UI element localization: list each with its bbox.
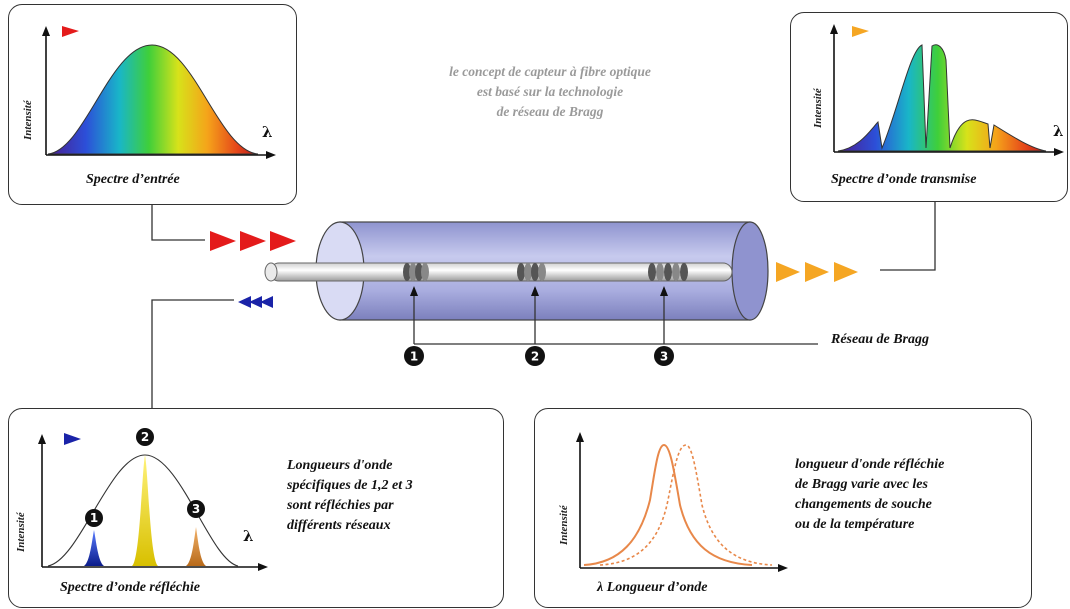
reflected-y-axis-arrow	[38, 434, 46, 444]
grating-2	[517, 263, 546, 281]
reflected-marker-1-text: 1	[90, 511, 98, 525]
reflected-peak-1	[84, 530, 104, 566]
transmitted-x-label: λ	[1053, 122, 1064, 140]
reflected-connector-line	[151, 299, 234, 408]
grating-pointers	[410, 286, 818, 345]
input-connector-line	[151, 205, 205, 241]
shift-desc-line-2: de Bragg varie avec les	[795, 477, 928, 492]
input-arrows	[210, 231, 296, 251]
concept-title: le concept de capteur à fibre optique es…	[395, 62, 705, 122]
wavelength-shift-chart: Intensité	[558, 432, 788, 572]
blue-flag-icon	[64, 433, 81, 445]
concept-title-line-2: est basé sur la technologie	[476, 84, 624, 99]
grating-1	[403, 263, 429, 281]
input-y-label: Intensité	[22, 99, 34, 141]
reflected-marker-2-text: 2	[141, 430, 149, 444]
reflected-desc-line-2: spécifiques de 1,2 et 3	[287, 478, 413, 493]
reflected-desc-line-1: Longueurs d'onde	[287, 458, 393, 473]
reflected-peak-3	[186, 527, 206, 566]
orange-flag-icon	[852, 26, 869, 37]
output-arrows	[776, 262, 858, 282]
reflected-desc-line-4: différents réseaux	[287, 518, 391, 533]
input-spectrum-chart: Intensité λ	[22, 26, 276, 159]
reflected-y-label: Intensité	[15, 511, 27, 553]
transmitted-spectrum-chart: Intensité λ	[812, 24, 1064, 156]
shift-desc-line-3: changements de souche	[795, 497, 932, 512]
fiber-core-tip	[264, 262, 278, 282]
shift-y-label: Intensité	[558, 504, 570, 546]
grating-markers: 1 2 3	[404, 346, 674, 366]
reflected-spectrum-chart: 1 2 3 Intensité λ	[15, 428, 268, 571]
reflected-arrow-3	[260, 296, 273, 308]
reflected-arrow-2	[249, 296, 262, 308]
shift-desc-line-4: ou de la température	[795, 517, 915, 532]
grating-marker-1-text: 1	[410, 350, 418, 364]
reflected-x-axis-arrow	[258, 563, 268, 571]
shift-description: longueur d'onde réfléchie de Bragg varie…	[795, 455, 1025, 535]
wavelength-shift-panel	[534, 408, 1032, 608]
reflected-marker-3-text: 3	[192, 502, 200, 516]
fiber-end-right	[731, 221, 769, 321]
output-connector-line	[880, 202, 936, 271]
shift-curve-original	[583, 443, 753, 566]
input-arrow-2	[240, 231, 266, 251]
grating-marker-3-text: 3	[660, 350, 668, 364]
concept-title-line-1: le concept de capteur à fibre optique	[449, 64, 651, 79]
output-arrow-2	[805, 262, 829, 282]
red-flag-icon	[62, 26, 79, 37]
shift-curve-shifted	[599, 444, 773, 566]
reflected-arrow-1	[238, 296, 251, 308]
output-arrow-1	[776, 262, 800, 282]
grating-3	[648, 263, 688, 281]
transmitted-spectrum-curve	[837, 44, 1047, 152]
grating-label: Réseau de Bragg	[831, 332, 929, 347]
concept-title-line-3: de réseau de Bragg	[496, 104, 604, 119]
reflected-spectrum-panel	[8, 408, 504, 608]
reflected-peak-2	[132, 455, 158, 566]
input-spectrum-curve	[47, 44, 259, 155]
reflected-marker-1	[85, 509, 103, 527]
input-x-axis-arrow	[266, 151, 276, 159]
reflected-arrows	[238, 296, 273, 308]
input-y-axis-arrow	[42, 26, 50, 36]
reflected-x-label: λ	[243, 527, 254, 545]
input-x-label: λ	[262, 123, 273, 141]
pointer-2-arrow	[531, 286, 539, 296]
transmitted-y-label: Intensité	[812, 87, 824, 129]
grating-marker-3	[654, 346, 674, 366]
output-arrow-3	[834, 262, 858, 282]
reflected-marker-2	[136, 428, 154, 446]
transmitted-x-axis-arrow	[1054, 148, 1064, 156]
reflected-desc-line-3: sont réfléchies par	[287, 498, 394, 513]
grating-marker-1	[404, 346, 424, 366]
reflected-description: Longueurs d'onde spécifiques de 1,2 et 3…	[287, 456, 497, 536]
reflected-caption: Spectre d’onde réfléchie	[60, 580, 200, 595]
pointer-3-arrow	[660, 286, 668, 296]
input-caption: Spectre d’entrée	[86, 172, 180, 187]
shift-caption: λ Longueur d’onde	[597, 580, 708, 595]
shift-x-axis-arrow	[778, 564, 788, 572]
reflected-marker-3	[187, 500, 205, 518]
transmitted-y-axis-arrow	[830, 24, 838, 34]
optical-fiber	[264, 221, 769, 321]
grating-marker-2	[525, 346, 545, 366]
input-arrow-1	[210, 231, 236, 251]
pointer-1-arrow	[410, 286, 418, 296]
grating-marker-2-text: 2	[531, 350, 539, 364]
transmitted-caption: Spectre d’onde transmise	[831, 172, 977, 187]
shift-y-axis-arrow	[576, 432, 584, 442]
input-arrow-3	[270, 231, 296, 251]
shift-desc-line-1: longueur d'onde réfléchie	[795, 457, 945, 472]
